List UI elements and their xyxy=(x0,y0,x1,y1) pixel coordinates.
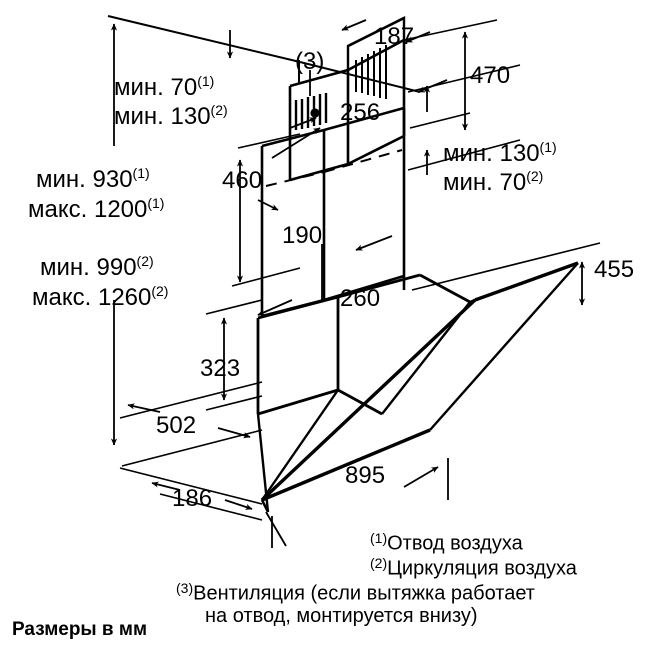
dim-label-186: 186 xyxy=(172,485,213,512)
legend-item-3: (3)Вентиляция (если вытяжка работает xyxy=(176,580,535,605)
dim-line-895 xyxy=(265,458,449,548)
angled-glass-panel xyxy=(260,261,579,502)
dim-label-470: 470 xyxy=(470,62,511,89)
dim-label-min130-2: мин. 130(2) xyxy=(114,102,228,130)
legend-item-3-line2: на отвод, монтируется внизу) xyxy=(205,605,478,627)
dim-label-455: 455 xyxy=(594,256,635,283)
dim-label-max1200-1: макс. 1200(1) xyxy=(28,195,165,223)
chimney-top-lip xyxy=(346,16,406,70)
dim-line-190 xyxy=(257,199,293,316)
legend-item-2: (2)Циркуляция воздуха xyxy=(370,555,577,580)
dim-label-260: 260 xyxy=(340,285,381,312)
hood-underside xyxy=(256,298,476,513)
dim-label-max1260-2: макс. 1260(2) xyxy=(32,283,169,311)
vent-grille-top xyxy=(355,45,387,99)
dim-label-min930-1: мин. 930(1) xyxy=(36,165,150,193)
dim-line-502 xyxy=(127,403,251,439)
guide-lines-left xyxy=(119,133,301,521)
dim-label-min130-1: мин. 130(1) xyxy=(443,139,557,167)
dim-label-marker-3: (3) xyxy=(295,48,325,75)
legend-item-1: (1)Отвод воздуха xyxy=(370,530,523,555)
dim-label-323: 323 xyxy=(200,355,241,382)
leader-arrow-vent xyxy=(271,127,321,159)
dim-label-190: 190 xyxy=(282,222,323,249)
dim-label-895: 895 xyxy=(345,462,386,489)
dim-label-min70-2: мин. 70(2) xyxy=(443,168,544,196)
dim-label-502: 502 xyxy=(156,412,197,439)
dim-line-260 xyxy=(321,235,393,302)
dim-line-187 xyxy=(341,19,431,43)
dim-label-256: 256 xyxy=(340,99,381,126)
angled-glass-panel-edges xyxy=(260,262,579,513)
dim-line-256 xyxy=(289,79,448,129)
dim-line-186 xyxy=(151,481,253,510)
ceiling-guide-line xyxy=(107,15,421,93)
chimney-upper xyxy=(288,38,406,182)
dim-label-460: 460 xyxy=(222,167,263,194)
dim-label-187: 187 xyxy=(374,23,415,50)
vent-marker-dot xyxy=(310,108,320,118)
hidden-line-dashed xyxy=(265,149,403,187)
dim-label-min990-2: мин. 990(2) xyxy=(40,253,154,281)
dim-label-min70-1: мин. 70(1) xyxy=(114,73,215,101)
units-note: Размеры в мм xyxy=(12,619,147,640)
